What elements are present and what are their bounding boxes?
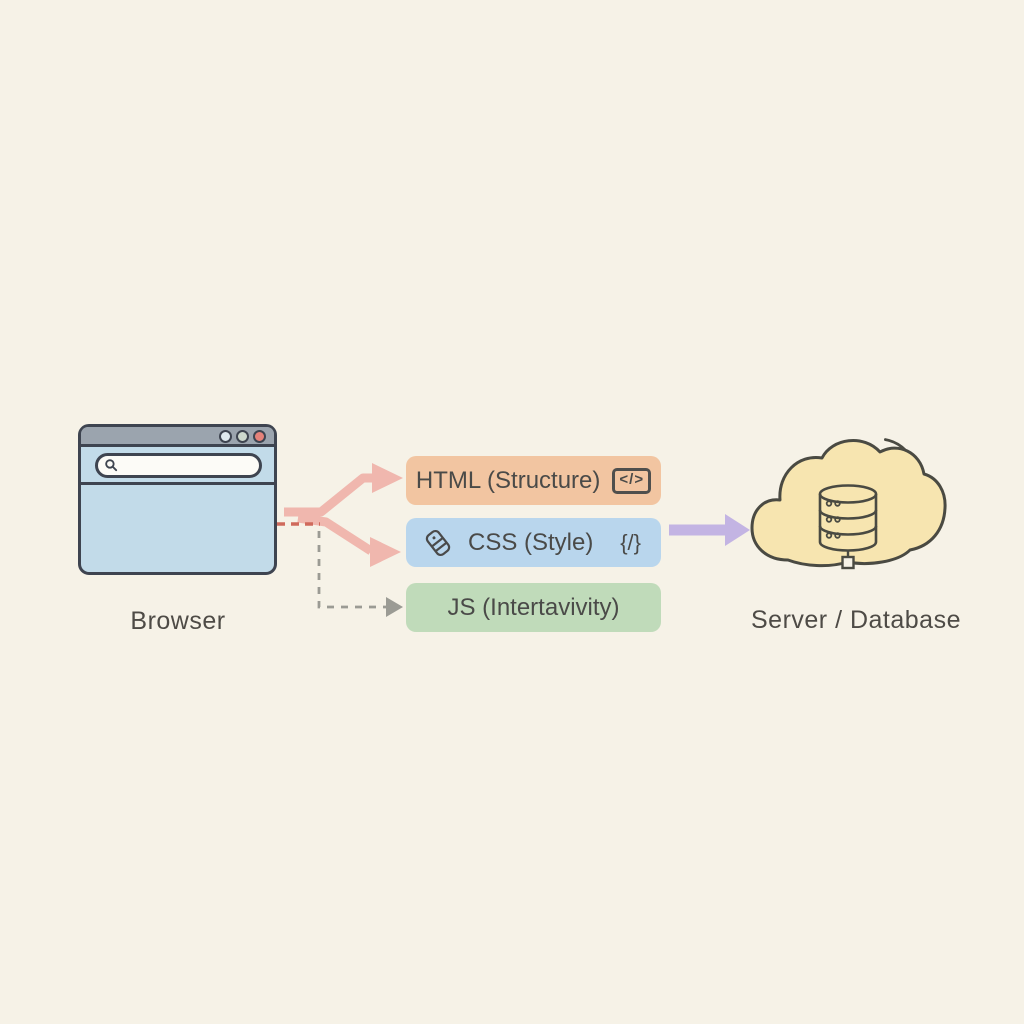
layer-box-html: HTML (Structure) </> (406, 456, 661, 505)
curly-braces-icon: {/} (620, 529, 641, 555)
window-dot-icon (219, 430, 232, 443)
database-icon (818, 484, 878, 552)
server-cloud-icon (750, 438, 947, 570)
browser-separator (81, 482, 274, 485)
js-box-label: JS (Intertavivity) (447, 593, 620, 621)
browser-label: Browser (130, 607, 226, 635)
arrow-browser-to-js (317, 531, 403, 617)
search-icon (105, 459, 118, 472)
window-dot-icon (253, 430, 266, 443)
window-dots (219, 430, 266, 443)
style-tag-icon (425, 529, 451, 556)
browser-window-icon (78, 424, 277, 575)
database-connector (841, 550, 855, 570)
window-dot-icon (236, 430, 249, 443)
arrow-browser-to-css (297, 513, 401, 567)
server-label: Server / Database (751, 606, 961, 634)
layer-box-js: JS (Intertavivity) (406, 583, 661, 632)
layer-box-css: CSS (Style) {/} (406, 518, 661, 567)
browser-address-bar (95, 453, 262, 478)
html-box-label: HTML (Structure) (415, 466, 601, 494)
css-box-label: CSS (Style) (468, 528, 594, 556)
arrow-css-to-server (669, 514, 750, 546)
arrow-browser-to-html (284, 463, 403, 517)
browser-titlebar (81, 427, 274, 447)
code-tag-icon: </> (612, 467, 652, 494)
